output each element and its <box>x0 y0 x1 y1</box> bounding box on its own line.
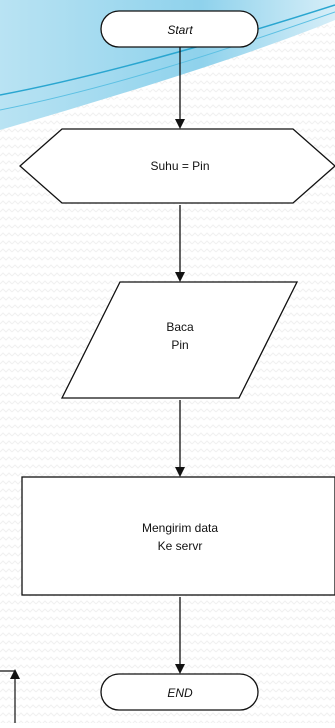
send-label-line1: Mengirim data <box>142 521 218 535</box>
input-parallelogram: Baca Pin <box>60 281 299 399</box>
process-label: Suhu = Pin <box>150 159 209 173</box>
send-label-line2: Ke servr <box>158 539 203 553</box>
send-process-box: Mengirim data Ke servr <box>21 476 335 596</box>
end-label: END <box>167 686 193 700</box>
end-terminator: END <box>100 673 259 711</box>
start-label: Start <box>167 23 193 37</box>
process-hexagon: Suhu = Pin <box>19 128 335 204</box>
input-label-line1: Baca <box>166 320 194 334</box>
connectors <box>0 47 185 723</box>
loop-arrowhead <box>10 669 20 679</box>
input-label-line2: Pin <box>171 338 188 352</box>
start-terminator: Start <box>100 10 259 48</box>
